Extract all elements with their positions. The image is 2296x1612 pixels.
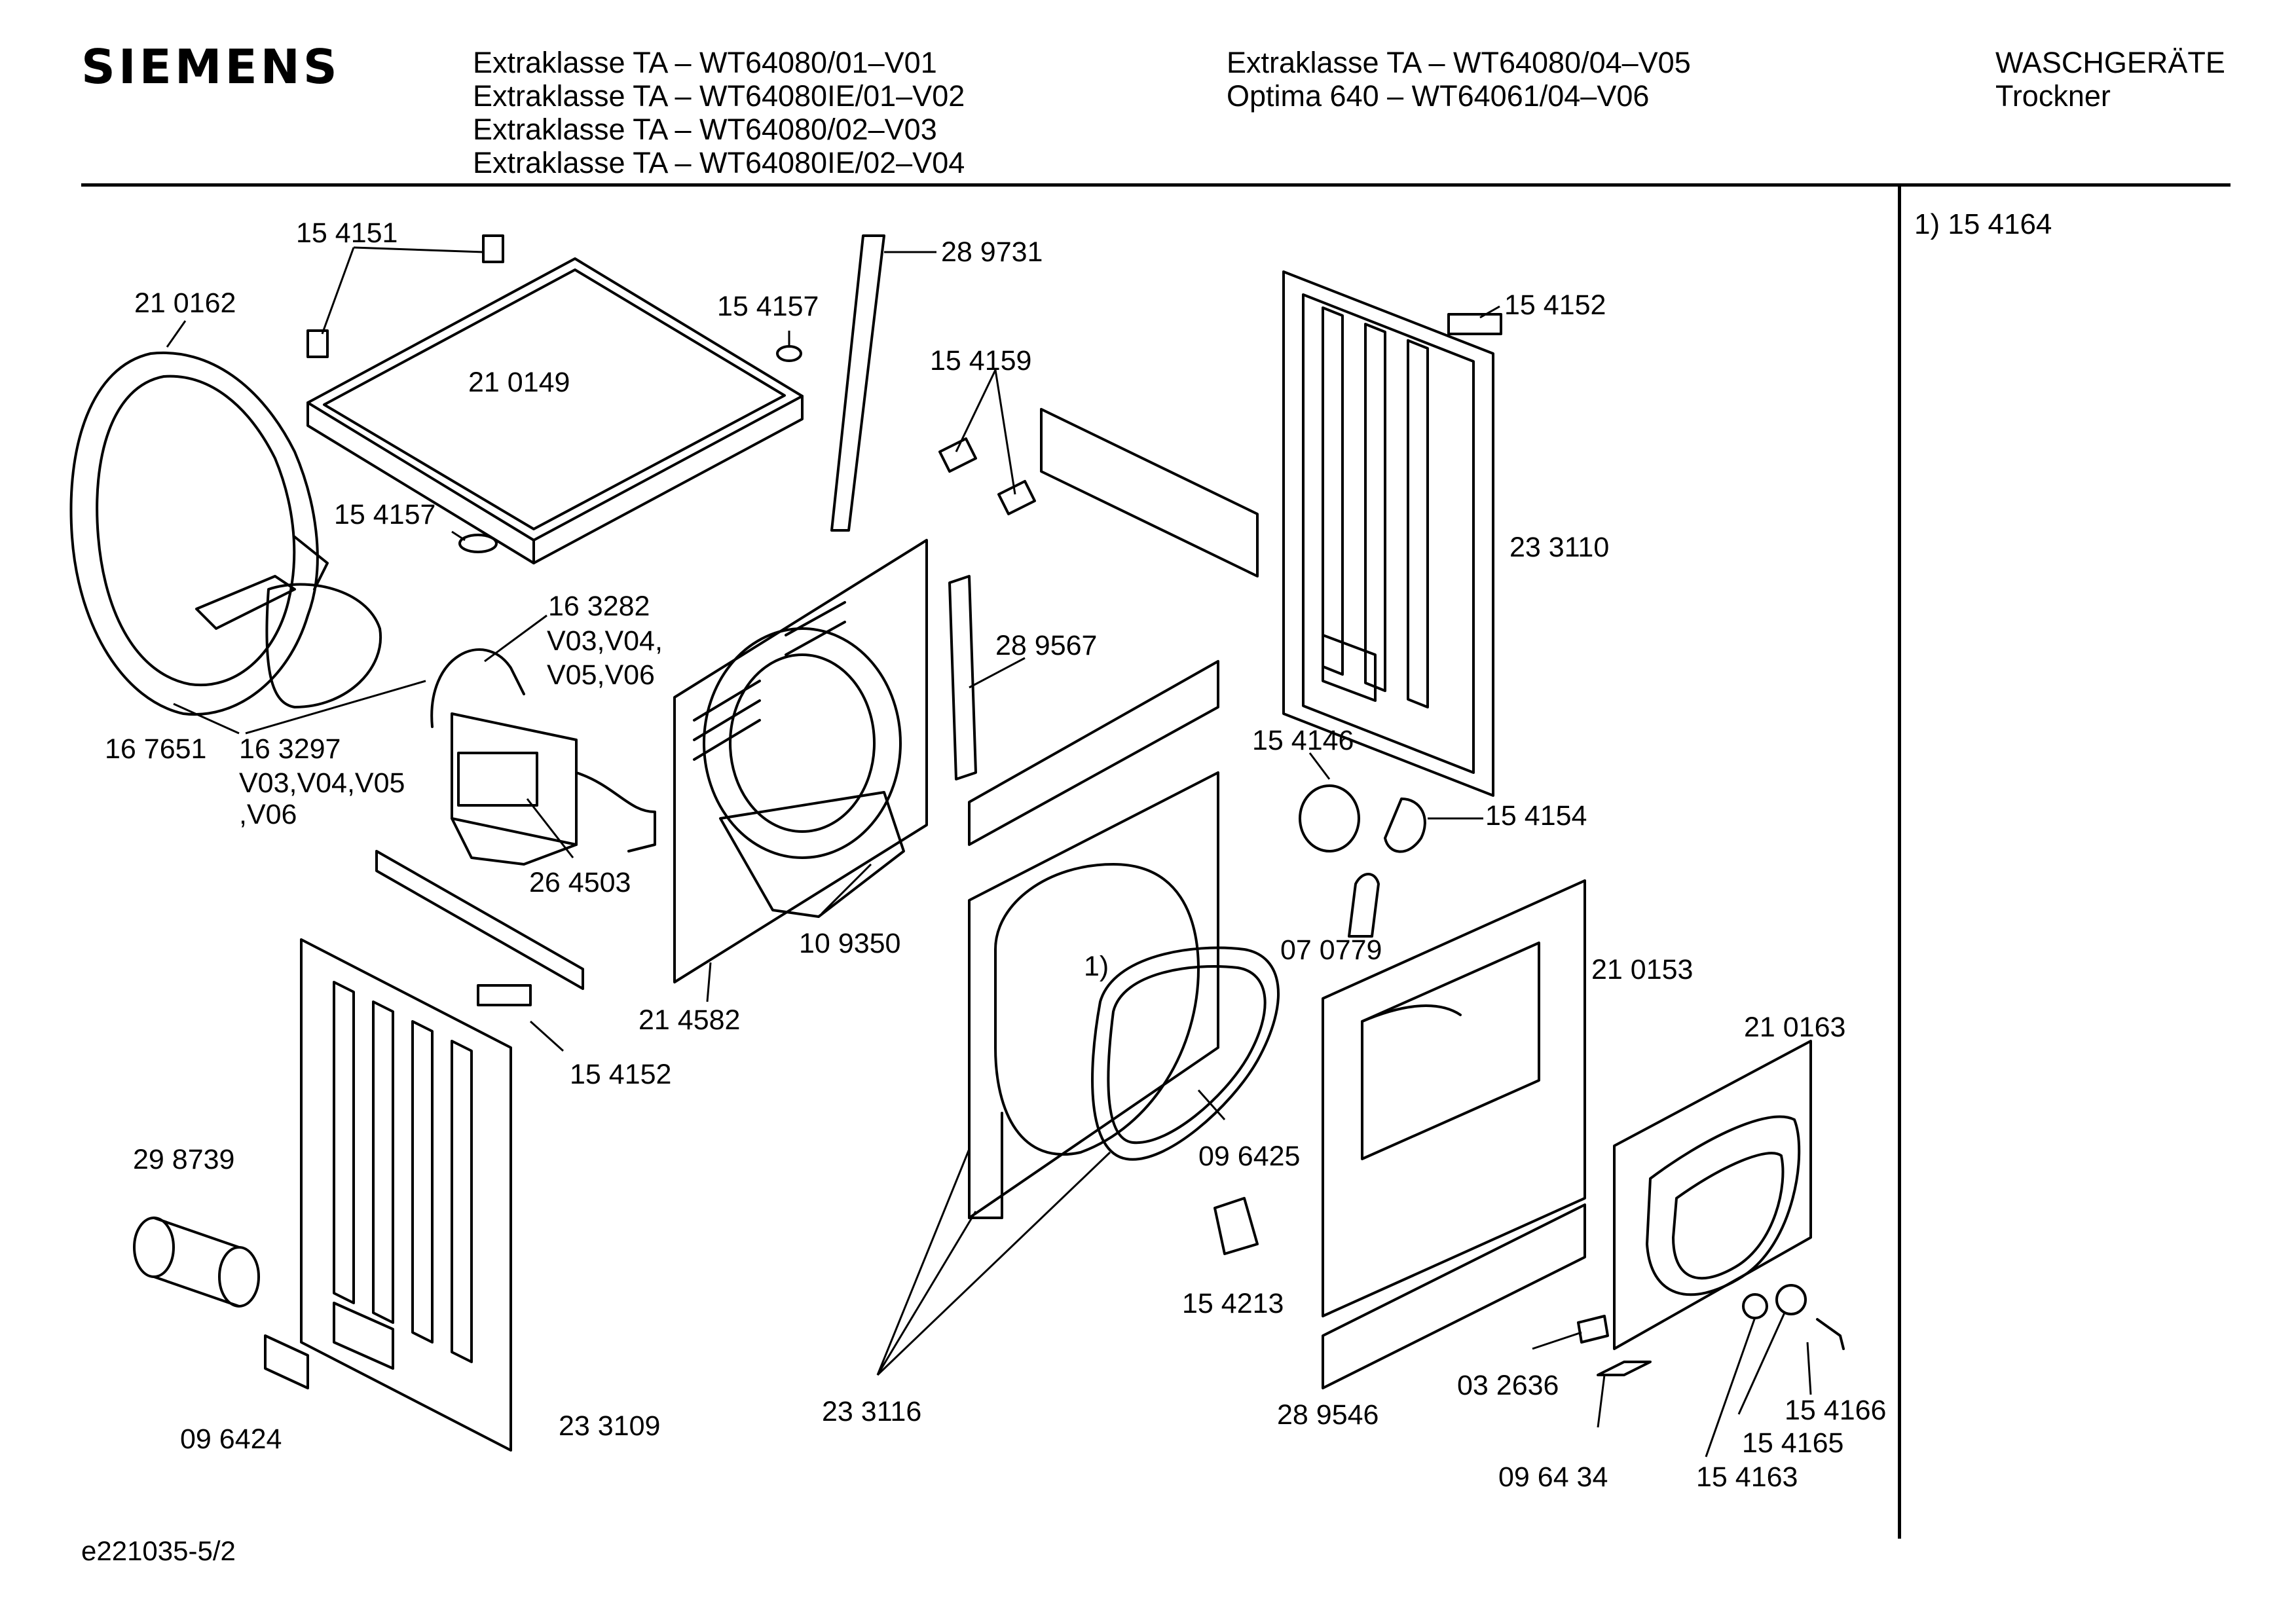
part-label: 15 4151 bbox=[296, 217, 398, 249]
part-label: 21 4582 bbox=[639, 1004, 740, 1036]
part-label: 21 0162 bbox=[134, 287, 236, 319]
side-note: 1) 15 4164 bbox=[1914, 208, 2052, 240]
part-label: 15 4163 bbox=[1696, 1461, 1798, 1493]
part-label: 1) bbox=[1084, 951, 1109, 982]
part-label: 28 9567 bbox=[995, 630, 1097, 661]
part-label: 15 4152 bbox=[570, 1059, 671, 1090]
spout-drawing bbox=[1348, 873, 1380, 938]
pin-drawing-a bbox=[938, 437, 977, 473]
part-label: 21 0149 bbox=[468, 367, 570, 398]
model-line-4: Extraklasse TA – WT64080IE/02–V04 bbox=[473, 146, 965, 179]
front-panel-drawing bbox=[1322, 879, 1586, 1317]
part-label: 15 4154 bbox=[1485, 800, 1587, 832]
lower-bracket-drawing bbox=[375, 850, 584, 990]
part-label: 28 9731 bbox=[941, 236, 1043, 268]
part-label: 09 6425 bbox=[1198, 1141, 1300, 1172]
header-divider bbox=[81, 183, 2231, 187]
part-label: 29 8739 bbox=[133, 1144, 234, 1175]
door-seal-drawing bbox=[1091, 946, 1280, 1161]
part-label: 26 4503 bbox=[529, 867, 631, 898]
door-drawing bbox=[1613, 1040, 1812, 1350]
part-label: 21 0163 bbox=[1744, 1012, 1845, 1043]
top-lid-drawing bbox=[306, 257, 804, 564]
model-line-5: Extraklasse TA – WT64080/04–V05 bbox=[1227, 46, 1691, 79]
strip-drawing bbox=[830, 234, 885, 532]
model-line-2: Extraklasse TA – WT64080IE/01–V02 bbox=[473, 79, 965, 113]
end-cap-drawing-b bbox=[477, 984, 532, 1006]
rear-bracket-drawing bbox=[1040, 408, 1259, 577]
side-panel-divider bbox=[1898, 187, 1901, 1539]
part-label: 15 4157 bbox=[334, 499, 435, 530]
part-label: 23 3110 bbox=[1509, 532, 1609, 563]
lock-drawing bbox=[1775, 1284, 1807, 1315]
part-label: 03 2636 bbox=[1457, 1370, 1559, 1401]
part-label: 15 4159 bbox=[930, 345, 1031, 376]
pin-drawing bbox=[1816, 1318, 1845, 1350]
part-label: V03,V04,V05 bbox=[239, 767, 405, 799]
foot-drawing-b bbox=[458, 534, 498, 553]
clip-drawing-a bbox=[482, 234, 504, 263]
drawing-id: e221035-5/2 bbox=[81, 1535, 236, 1566]
rear-panel-drawing bbox=[1282, 270, 1494, 797]
part-label: 15 4165 bbox=[1742, 1427, 1843, 1459]
model-line-3: Extraklasse TA – WT64080/02–V03 bbox=[473, 113, 937, 146]
siemens-logo: SIEMENS bbox=[81, 39, 341, 94]
part-label: 16 3282 bbox=[548, 591, 650, 622]
hinge-drawing bbox=[948, 575, 977, 780]
button-drawing bbox=[1742, 1293, 1768, 1319]
part-label: 15 4146 bbox=[1252, 725, 1354, 756]
front-frame-drawing bbox=[968, 660, 1219, 1219]
part-label: 09 6424 bbox=[180, 1423, 282, 1455]
cover-plate-drawing bbox=[264, 1334, 309, 1389]
clip-drawing-b bbox=[306, 329, 329, 358]
part-label: 15 4166 bbox=[1785, 1395, 1886, 1426]
part-label: 16 7651 bbox=[105, 733, 206, 765]
part-label: 28 9546 bbox=[1277, 1399, 1379, 1431]
part-label: 10 9350 bbox=[799, 928, 900, 959]
part-label: 15 4152 bbox=[1504, 289, 1606, 321]
part-label: V05,V06 bbox=[547, 659, 655, 691]
inner-frame-drawing bbox=[673, 539, 928, 983]
drum-shroud-drawing bbox=[69, 351, 382, 716]
part-label: ,V06 bbox=[239, 799, 297, 830]
part-label: 07 0779 bbox=[1280, 934, 1382, 966]
part-label: 15 4157 bbox=[717, 291, 819, 322]
switch-drawing bbox=[1213, 1197, 1259, 1255]
part-label: 15 4213 bbox=[1182, 1288, 1284, 1319]
model-line-1: Extraklasse TA – WT64080/01–V01 bbox=[473, 46, 937, 79]
subcategory-label: Trockner bbox=[1995, 79, 2111, 113]
filter-cap-drawing bbox=[1299, 784, 1360, 852]
knob-drawing bbox=[1384, 797, 1426, 853]
side-panel-drawing bbox=[300, 938, 512, 1452]
screw-drawing bbox=[1577, 1315, 1609, 1344]
category-label: WASCHGERÄTE bbox=[1995, 46, 2225, 79]
part-label: 23 3116 bbox=[822, 1396, 921, 1427]
gasket-drawing bbox=[1597, 1361, 1652, 1376]
part-label: V03,V04, bbox=[547, 625, 663, 657]
end-cap-drawing bbox=[1447, 313, 1502, 335]
pin-drawing-b bbox=[997, 480, 1036, 515]
bottom-trim-drawing bbox=[1322, 1203, 1586, 1389]
foot-drawing-a bbox=[776, 345, 802, 362]
control-module-drawing bbox=[430, 648, 656, 866]
part-label: 23 3109 bbox=[559, 1410, 660, 1442]
leader-lines bbox=[166, 246, 1812, 1457]
part-label: 21 0153 bbox=[1591, 954, 1693, 985]
model-line-6: Optima 640 – WT64061/04–V06 bbox=[1227, 79, 1650, 113]
part-label: 09 64 34 bbox=[1498, 1461, 1608, 1493]
vent-hose-drawing bbox=[133, 1217, 260, 1308]
part-label: 16 3297 bbox=[239, 733, 341, 765]
